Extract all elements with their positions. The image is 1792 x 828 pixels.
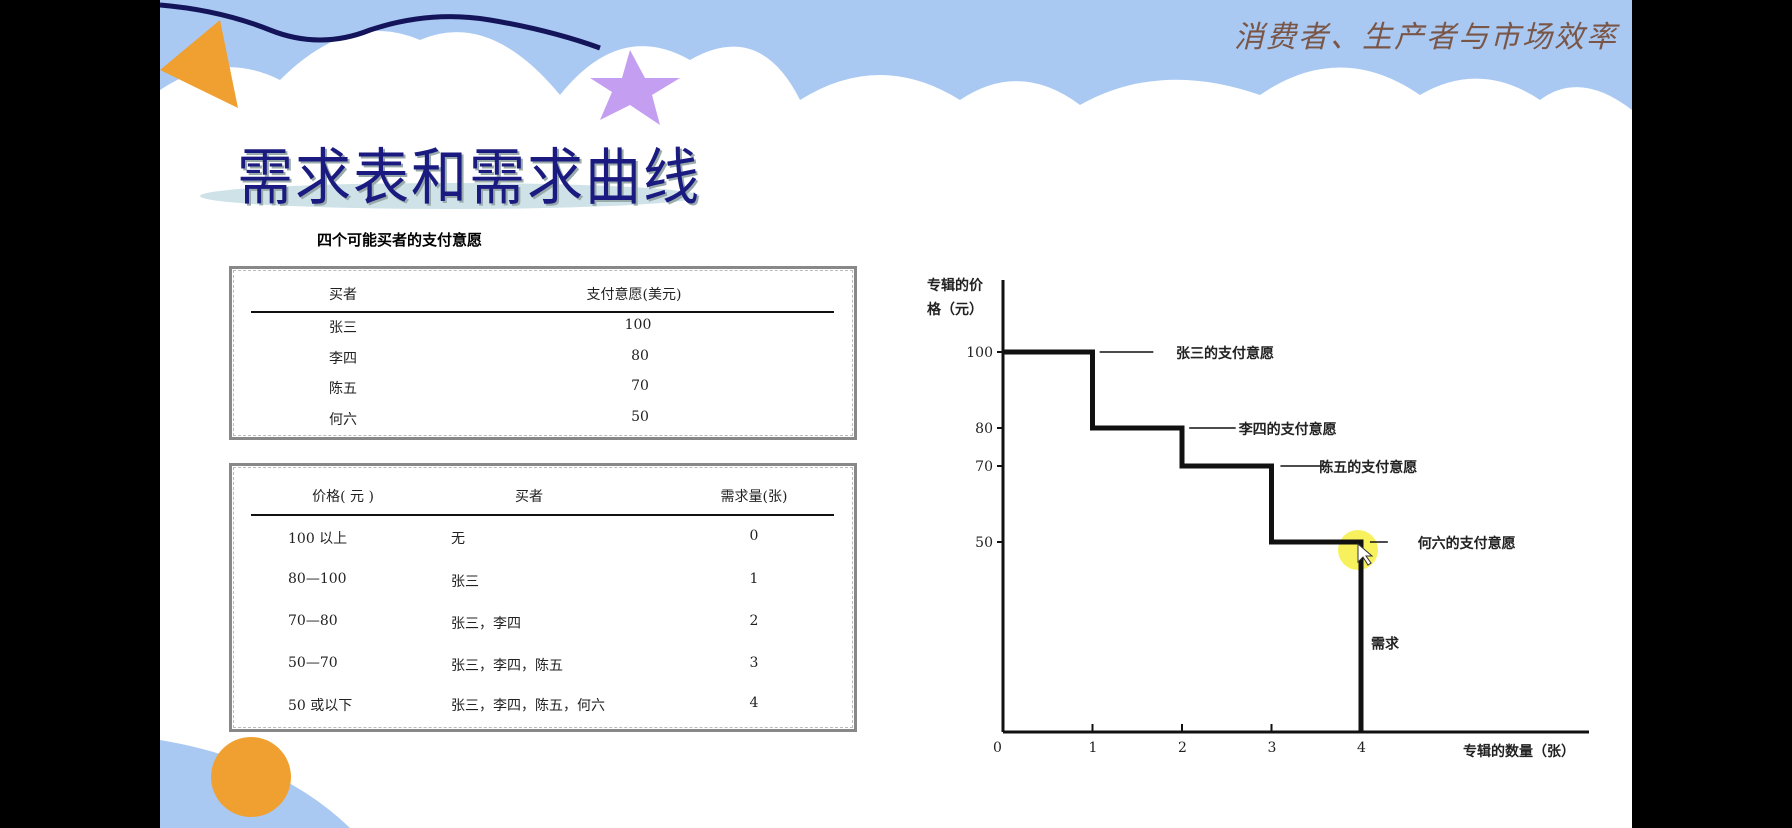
- wtp-row-buyer: 何六: [329, 412, 357, 428]
- demand-row-buyers: 张三，李四，陈五: [451, 658, 563, 674]
- y-tick-label: 100: [966, 345, 993, 361]
- demand-header-price: 价格( 元 ): [312, 489, 374, 505]
- demand-table: [229, 463, 857, 732]
- slide: 消费者、生产者与市场效率 需求表和需求曲线 四个可能买者的支付意愿 买者 支付意…: [160, 0, 1632, 828]
- star-shape: [590, 50, 680, 125]
- demand-row-buyers: 张三，李四: [451, 616, 521, 632]
- demand-row-price: 100 以上: [288, 531, 348, 547]
- demand-row-buyers: 无: [451, 531, 465, 547]
- triangle-shape: [160, 20, 238, 108]
- wtp-row-buyer: 陈五: [329, 381, 357, 397]
- demand-row-qty: 4: [749, 695, 759, 711]
- wtp-row-value: 50: [631, 409, 649, 425]
- demand-row-price: 80—100: [288, 571, 347, 587]
- demand-row-qty: 1: [749, 571, 759, 587]
- demand-header-rule: [251, 514, 834, 516]
- y-tick-label: 50: [975, 535, 993, 551]
- mouse-cursor-icon: [1357, 542, 1374, 566]
- wtp-table: [229, 266, 857, 440]
- x-tick-label: 0: [993, 740, 1002, 756]
- wtp-row-value: 80: [631, 348, 649, 364]
- x-axis-label: 专辑的数量（张）: [1463, 743, 1575, 760]
- title-underlay: [200, 183, 700, 209]
- demand-row-buyers: 张三，李四，陈五，何六: [451, 698, 605, 714]
- demand-row-buyers: 张三: [451, 574, 479, 590]
- y-tick-label: 70: [975, 459, 993, 475]
- annotation-label: 陈五的支付意愿: [1319, 459, 1417, 476]
- wavy-line: [160, 2, 601, 51]
- demand-row-qty: 2: [749, 613, 759, 629]
- demand-label: 需求: [1371, 635, 1400, 652]
- annotation-label: 何六的支付意愿: [1418, 535, 1516, 552]
- slide-decoration: [160, 0, 1632, 828]
- orange-circle: [211, 737, 291, 817]
- demand-row-price: 70—80: [288, 613, 338, 629]
- demand-row-price: 50 或以下: [288, 698, 353, 714]
- wtp-row-buyer: 李四: [329, 351, 357, 367]
- annotation-label: 张三的支付意愿: [1176, 345, 1274, 362]
- table-caption: 四个可能买者的支付意愿: [317, 231, 483, 249]
- x-tick-label: 1: [1089, 740, 1098, 756]
- demand-header-qty: 需求量(张): [720, 489, 788, 505]
- page-title: 需求表和需求曲线: [237, 142, 701, 214]
- wtp-header-rule: [251, 311, 834, 313]
- y-axis-label: 格（元）: [927, 301, 983, 318]
- x-tick-label: 3: [1268, 740, 1277, 756]
- demand-row-price: 50—70: [288, 655, 338, 671]
- demand-row-qty: 0: [749, 528, 759, 544]
- y-axis-label: 专辑的价: [927, 277, 984, 294]
- wtp-row-value: 100: [624, 317, 652, 333]
- wtp-header-wtp: 支付意愿(美元): [586, 287, 682, 303]
- x-tick-label: 4: [1357, 740, 1366, 756]
- course-title: 消费者、生产者与市场效率: [1234, 20, 1618, 55]
- y-tick-label: 80: [975, 421, 993, 437]
- wtp-row-value: 70: [631, 378, 649, 394]
- annotation-label: 李四的支付意愿: [1238, 421, 1337, 438]
- demand-row-qty: 3: [749, 655, 759, 671]
- wtp-header-buyer: 买者: [329, 287, 357, 303]
- x-tick-label: 2: [1178, 740, 1187, 756]
- wtp-row-buyer: 张三: [329, 320, 357, 336]
- demand-header-buyers: 买者: [515, 489, 543, 505]
- demand-curve: [1003, 349, 1364, 732]
